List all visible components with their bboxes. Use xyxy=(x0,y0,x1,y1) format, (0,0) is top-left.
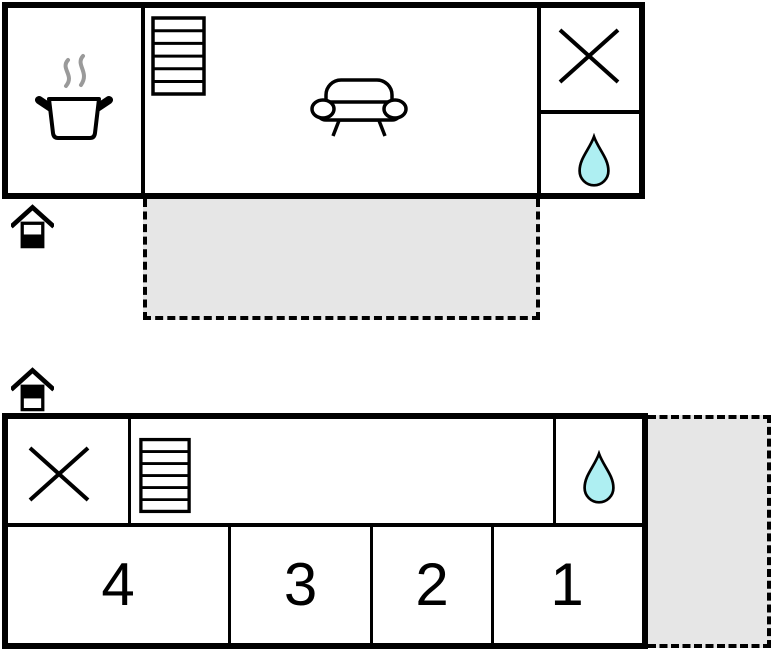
wall-room2-room1 xyxy=(491,527,494,643)
room-4: 4 xyxy=(8,527,228,643)
room-4-label: 4 xyxy=(101,551,135,618)
cross-icon xyxy=(28,446,90,502)
wall-room4-room3 xyxy=(228,527,231,643)
water-drop-icon xyxy=(578,133,610,187)
stairs-icon xyxy=(139,437,191,514)
wall-kitchen-divider xyxy=(141,8,145,193)
stairs-icon xyxy=(151,16,206,96)
cross-icon xyxy=(558,28,620,84)
water-drop-icon xyxy=(583,450,615,504)
cooking-pot-icon xyxy=(35,54,113,140)
house-ground-floor-icon xyxy=(11,204,54,249)
wall-right-cells-divider xyxy=(537,8,541,193)
room-1: 1 xyxy=(494,527,640,643)
wall-right-cells-horizontal xyxy=(541,110,639,114)
terrace-area xyxy=(143,199,540,320)
wall-upper-bath-cell xyxy=(553,419,556,525)
room-3-label: 3 xyxy=(283,551,318,618)
room-2: 2 xyxy=(373,527,491,643)
wall-upper-left-cell xyxy=(128,419,131,525)
wall-room3-room2 xyxy=(370,527,373,643)
house-upper-floor-icon xyxy=(11,367,54,412)
room-3: 3 xyxy=(231,527,370,643)
wall-upper-horizontal xyxy=(8,523,642,527)
upper-floor-plan xyxy=(2,413,648,649)
room-1-label: 1 xyxy=(550,551,584,618)
balcony-area xyxy=(648,415,771,648)
sofa-icon xyxy=(310,78,408,137)
room-2-label: 2 xyxy=(415,551,449,618)
